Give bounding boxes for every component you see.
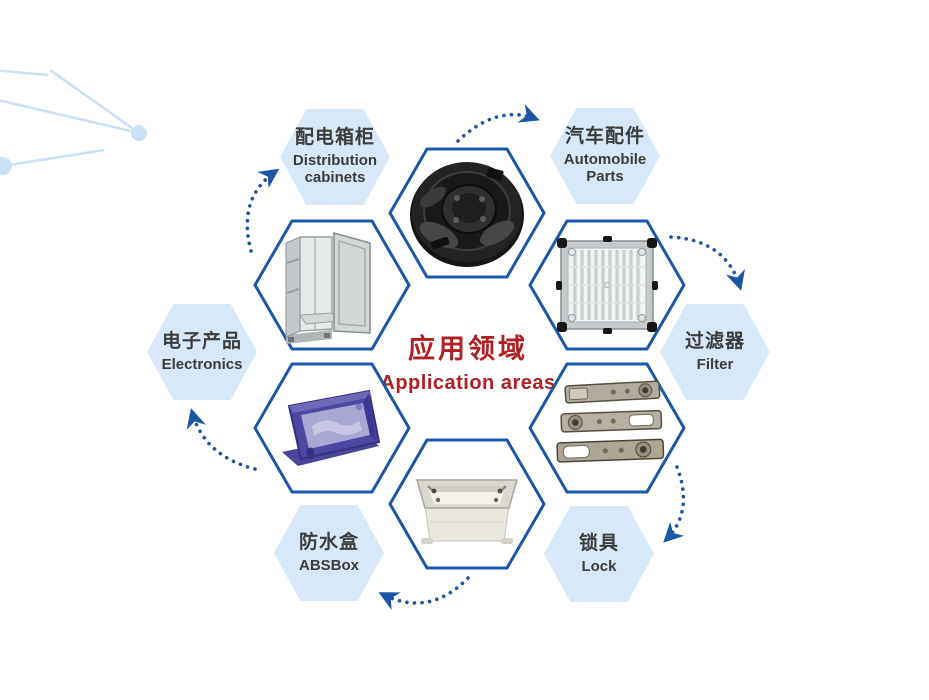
node-label-zh: 锁具 (578, 532, 619, 554)
node-label-zh: 电子产品 (161, 330, 242, 352)
node-filter: 过滤器 Filter (660, 304, 770, 400)
node-label-zh: 汽车配件 (564, 126, 645, 148)
network-lines (0, 68, 140, 168)
hex-distribution-cabinet (253, 219, 411, 351)
node-label-zh: 配电箱柜 (294, 127, 375, 149)
node-label-zh: 过滤器 (684, 330, 745, 352)
hex-lock-plates (528, 362, 686, 494)
hex-automobile-part (388, 147, 546, 279)
node-label-en: Distribution cabinets (292, 152, 378, 186)
node-label-en: ABSBox (298, 556, 359, 574)
node-label-en: Electronics (161, 355, 243, 373)
node-lock: 锁具 Lock (544, 506, 654, 602)
lock-plates-photo (556, 380, 665, 463)
node-electronics: 电子产品 Electronics (147, 304, 257, 400)
arrow-distribution-to-automobile (456, 104, 540, 143)
purple-enclosure-photo (282, 389, 381, 466)
hex-purple-box (253, 362, 411, 494)
hex-white-box (388, 438, 546, 570)
filter-grid-photo (556, 236, 658, 334)
node-automobile-parts: 汽车配件 Automobile Parts (550, 108, 660, 204)
page-title-zh: 应用领域 (408, 334, 528, 364)
node-label-en: Filter (696, 355, 734, 373)
hex-filter-grid (528, 219, 686, 351)
page-title-en: Application areas (380, 372, 556, 394)
node-distribution-cabinets: 配电箱柜 Distribution cabinets (280, 109, 390, 205)
arrow-lock-to-absbox (378, 576, 470, 611)
white-abs-box-photo (416, 479, 518, 544)
node-label-en: Automobile Parts (563, 151, 647, 185)
page-title: 应用领域 Application areas (356, 327, 580, 395)
node-absbox: 防水盒 ABSBox (274, 505, 384, 601)
filter-corner-clips (556, 236, 658, 334)
node-label-zh: 防水盒 (298, 531, 359, 553)
arrow-absbox-to-electronics (186, 408, 257, 471)
distribution-cabinet-photo (285, 232, 371, 344)
network-dots (0, 125, 147, 175)
node-label-en: Lock (581, 557, 617, 575)
automobile-brake-plate-photo (410, 162, 524, 267)
network-decoration (0, 68, 147, 175)
